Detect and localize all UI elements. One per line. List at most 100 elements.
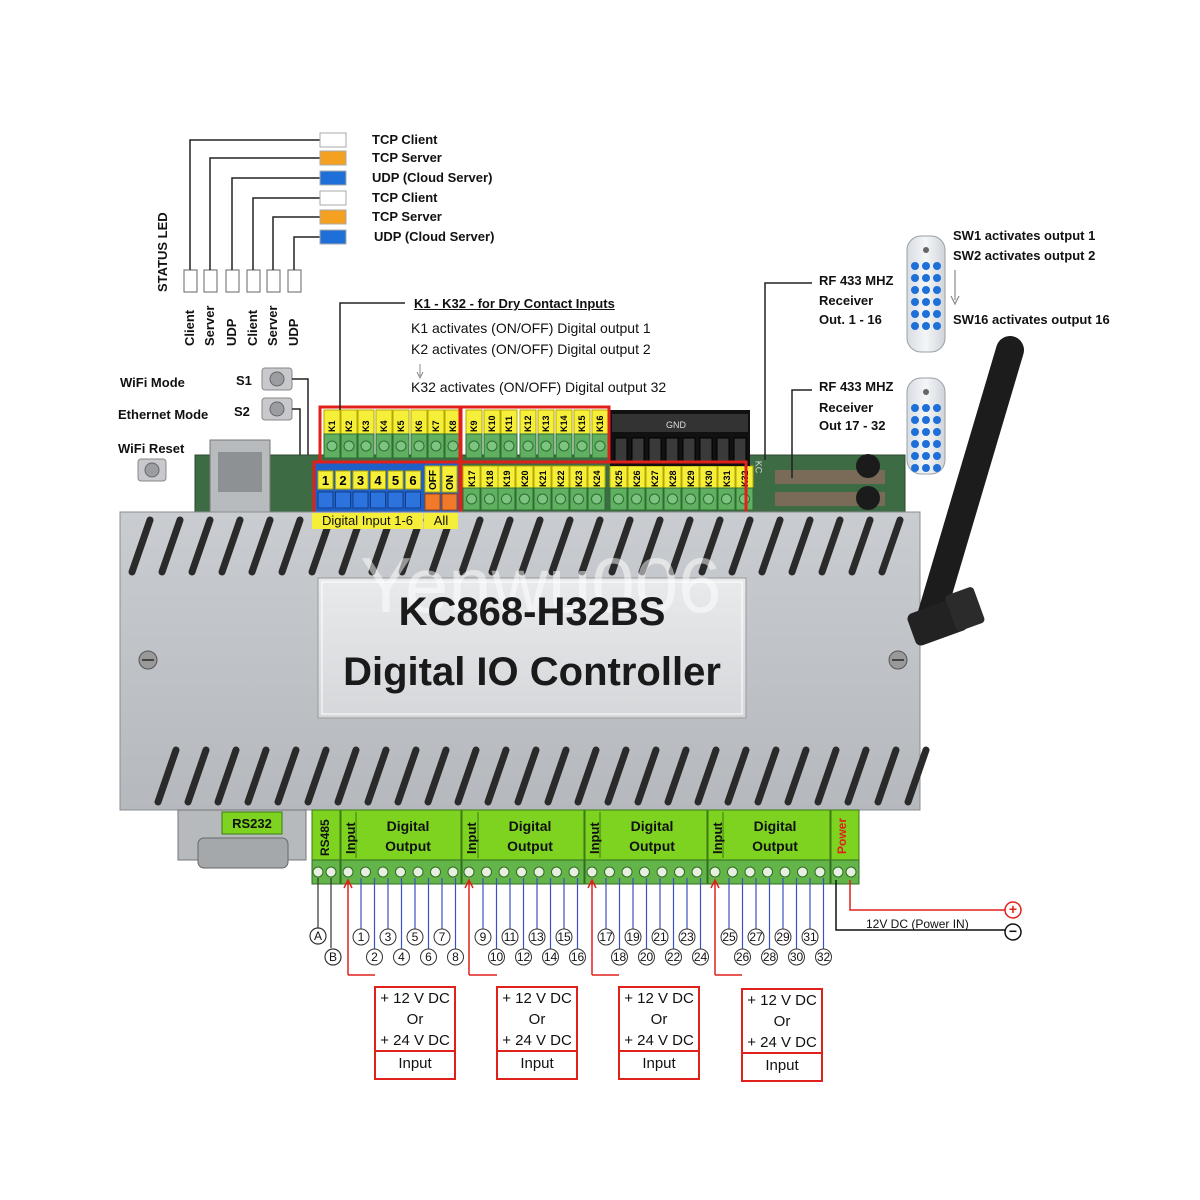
output-block-4 <box>707 809 831 861</box>
button-s1 <box>261 367 293 391</box>
digital-input-screw-5 <box>387 491 404 509</box>
remote2-key-2 <box>922 404 930 412</box>
rs232-label: RS232 <box>232 816 272 831</box>
wifi-reset-label: WiFi Reset <box>118 441 185 456</box>
vent-top-13 <box>488 516 514 576</box>
vent-top-20 <box>698 516 724 576</box>
wire-num-circle-g2-3 <box>501 928 519 946</box>
remote2-key-8 <box>922 428 930 436</box>
legend-label-5: TCP Server <box>372 209 442 224</box>
group2-screw-1 <box>463 866 475 878</box>
vent-bottom-3 <box>214 746 240 806</box>
digital-output-label-3-b: Output <box>629 838 675 854</box>
switch-label-on: ON <box>445 475 456 490</box>
input-box-3-line4: Input <box>642 1055 676 1072</box>
vent-bottom-19 <box>694 746 720 806</box>
vent-top-12 <box>458 516 484 576</box>
screw-head-K5 <box>395 440 407 452</box>
wire-num-circle-g1-2 <box>366 948 383 966</box>
remote1-key-5 <box>922 274 930 282</box>
digital-input-label-1: 1 <box>322 473 329 488</box>
group4-screw-4 <box>762 866 773 878</box>
input-box-4-line4: Input <box>765 1057 799 1074</box>
led-column-label-4: Client <box>245 309 260 346</box>
status-led-section <box>183 132 347 293</box>
output-number-g1-5: 5 <box>411 930 419 944</box>
wire-num-circle-g3-5 <box>651 928 669 946</box>
wire-num-circle-g1-6 <box>420 948 437 966</box>
output-number-g1-2: 2 <box>371 950 378 964</box>
wire-num-circle-g4-7 <box>801 928 819 946</box>
screw-head-K31 <box>721 493 732 505</box>
wire-num-circle-g4-1 <box>720 928 738 946</box>
group4-screw-5 <box>779 866 791 878</box>
remote1-key-7 <box>911 286 919 294</box>
wire-num-circle-g2-1 <box>474 928 492 946</box>
remote2-key-7 <box>911 428 919 436</box>
screw-head-K19 <box>501 493 512 505</box>
wire-num-circle-g4-6 <box>788 948 805 966</box>
remote1-key-15 <box>933 310 941 318</box>
terminal-label-K23: K23 <box>574 470 584 487</box>
terminal-label-K26: K26 <box>632 470 642 487</box>
remote2-key-5 <box>922 416 930 424</box>
vent-top-16 <box>578 516 604 576</box>
wire-num-circle-g1-1 <box>352 928 370 946</box>
rs485-screw-1 <box>312 866 324 878</box>
input-box-4-line1: + 12 V DC <box>747 992 817 1009</box>
gnd-hole-1 <box>614 437 628 463</box>
remote1-key-1 <box>911 262 919 270</box>
terminal-label-K1: K1 <box>327 420 337 432</box>
digital-output-label-4-b: Output <box>752 838 798 854</box>
input-box-1-line3: + 24 V DC <box>380 1032 450 1049</box>
wire-num-circle-g1-8 <box>447 948 464 966</box>
digital-input-screw-4 <box>370 491 386 509</box>
input-box-1-line1: + 12 V DC <box>380 990 450 1007</box>
digital-input-6 <box>405 470 421 490</box>
terminal-label-K29: K29 <box>686 470 696 487</box>
output-number-g2-7: 15 <box>557 930 571 944</box>
output-number-g4-5: 29 <box>776 930 790 944</box>
vent-bottom-25 <box>874 746 900 806</box>
vent-top-14 <box>518 516 544 576</box>
input-box-4 <box>741 988 823 1082</box>
terminal-label-K19: K19 <box>502 470 512 487</box>
terminal-label-K10: K10 <box>487 415 497 432</box>
rf-remote-2 <box>906 377 946 475</box>
digital-input-4 <box>370 470 386 490</box>
gnd-hole-4 <box>665 437 679 463</box>
terminal-label-K12: K12 <box>523 415 533 432</box>
terminal-label-K13: K13 <box>541 415 551 432</box>
input-box-3 <box>618 986 700 1080</box>
remote1-key-18 <box>933 322 941 330</box>
led-column-label-3: UDP <box>224 318 239 346</box>
terminal-label-K14: K14 <box>559 415 569 432</box>
gnd-hole-7 <box>716 437 730 463</box>
screw-head-K16 <box>594 440 606 452</box>
group1-screw-4 <box>395 866 406 878</box>
remote1-key-17 <box>922 322 930 330</box>
screw-head-K26 <box>631 493 642 505</box>
rf-block2-line2: Receiver <box>819 400 874 415</box>
rs485-a-label: A <box>313 929 322 943</box>
vent-bottom-12 <box>484 746 510 806</box>
remote2-key-17 <box>922 464 930 472</box>
switch-on <box>441 465 458 493</box>
led-line-3 <box>231 177 320 270</box>
wire-num-circle-g2-2 <box>488 948 505 966</box>
output-number-g2-3: 11 <box>503 930 517 944</box>
gnd-hole-3 <box>648 437 662 463</box>
screw-head-K4 <box>378 440 390 452</box>
minus-sign: − <box>1008 923 1018 939</box>
wire-num-circle-g4-3 <box>747 928 765 946</box>
vent-bottom-4 <box>244 746 270 806</box>
digital-input-label-2: 2 <box>339 473 346 488</box>
output-number-g1-4: 4 <box>398 950 405 964</box>
s2-label: S2 <box>234 404 250 419</box>
output-number-g3-6: 22 <box>666 950 681 964</box>
remote1-key-10 <box>911 298 919 306</box>
led-line-6 <box>293 236 320 270</box>
remote1-key-14 <box>922 310 930 318</box>
terminal-label-K4: K4 <box>379 420 389 432</box>
legend-swatch-2 <box>319 150 347 166</box>
